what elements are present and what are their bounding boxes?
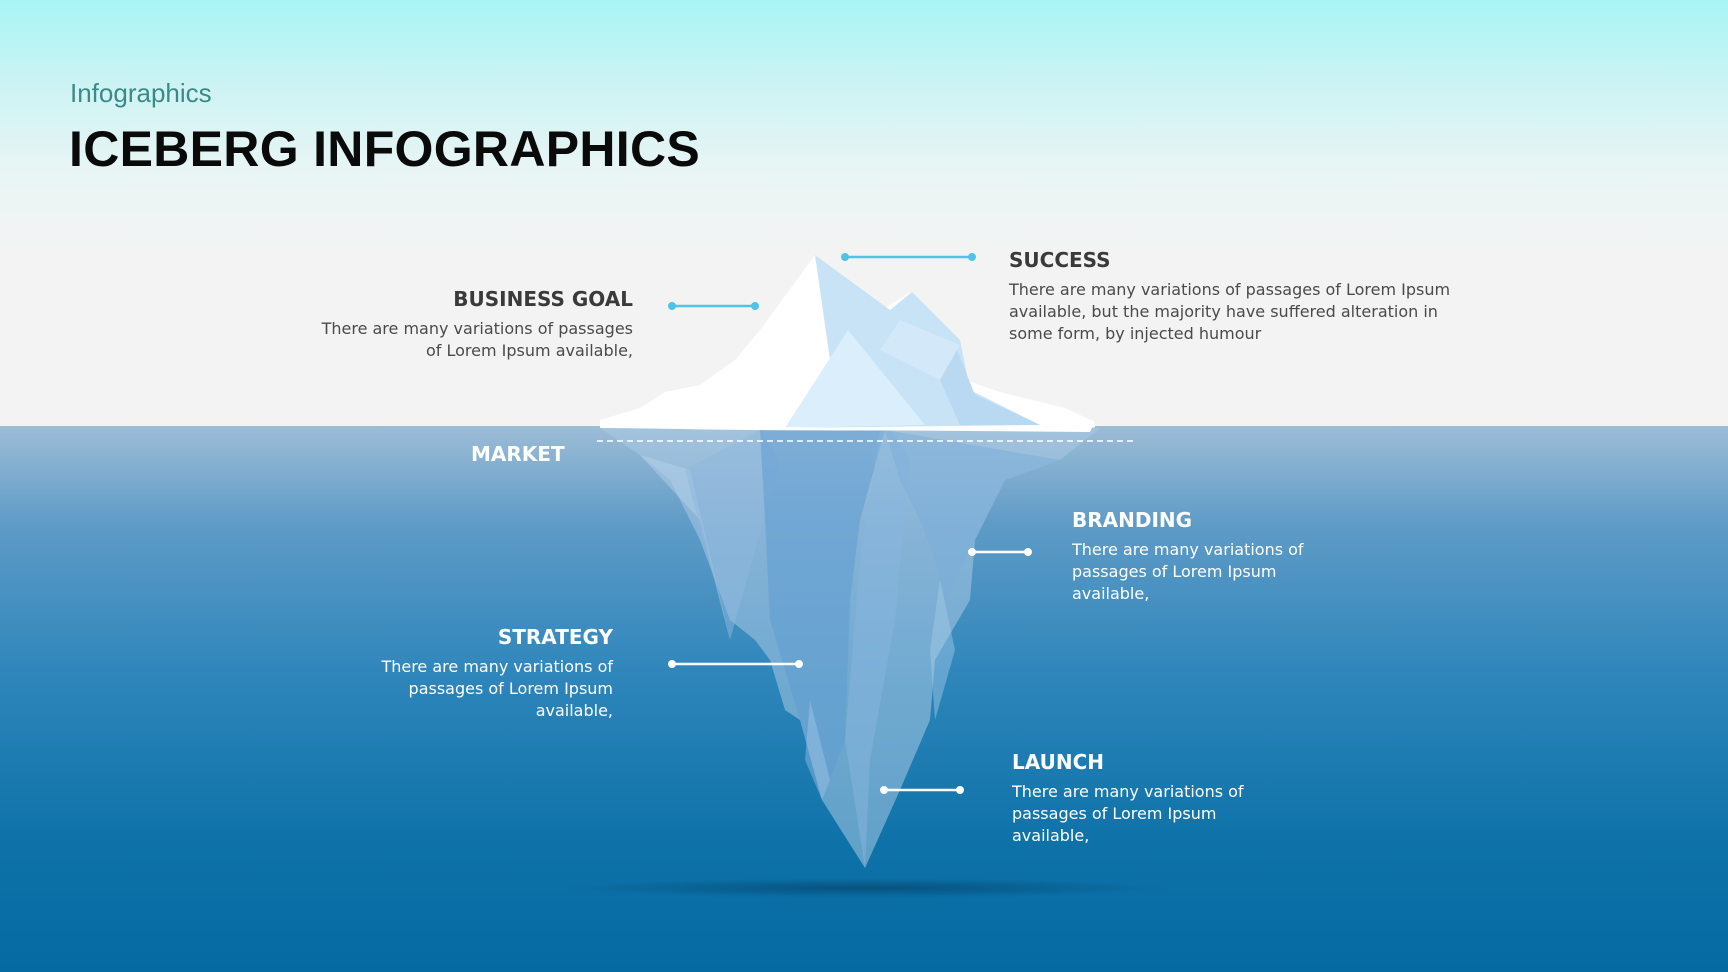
branding-description: There are many variations of passages of…	[1072, 540, 1304, 603]
connector-strategy	[668, 660, 803, 668]
success-description: There are many variations of passages of…	[1009, 280, 1451, 343]
iceberg-top	[600, 255, 1095, 432]
connector-business-goal	[668, 302, 759, 310]
strategy-description: There are many variations of passages of…	[381, 657, 613, 720]
business-goal-label: BUSINESS GOAL	[453, 287, 633, 311]
strategy-label: STRATEGY	[497, 625, 613, 649]
branding-label: BRANDING	[1072, 508, 1193, 532]
connector-branding	[968, 548, 1032, 556]
success-label: SUCCESS	[1009, 248, 1111, 272]
market-label: MARKET	[471, 442, 565, 466]
iceberg-shadow	[565, 878, 1165, 898]
iceberg-underwater	[600, 428, 1100, 868]
page-title: ICEBERG INFOGRAPHICS	[69, 121, 701, 177]
launch-description: There are many variations of passages of…	[1012, 782, 1244, 845]
connector-launch	[880, 786, 964, 794]
business-goal-description: There are many variations of passages of…	[321, 319, 633, 360]
launch-label: LAUNCH	[1012, 750, 1105, 774]
connector-success	[841, 253, 976, 261]
header-subtitle: Infographics	[70, 78, 212, 108]
